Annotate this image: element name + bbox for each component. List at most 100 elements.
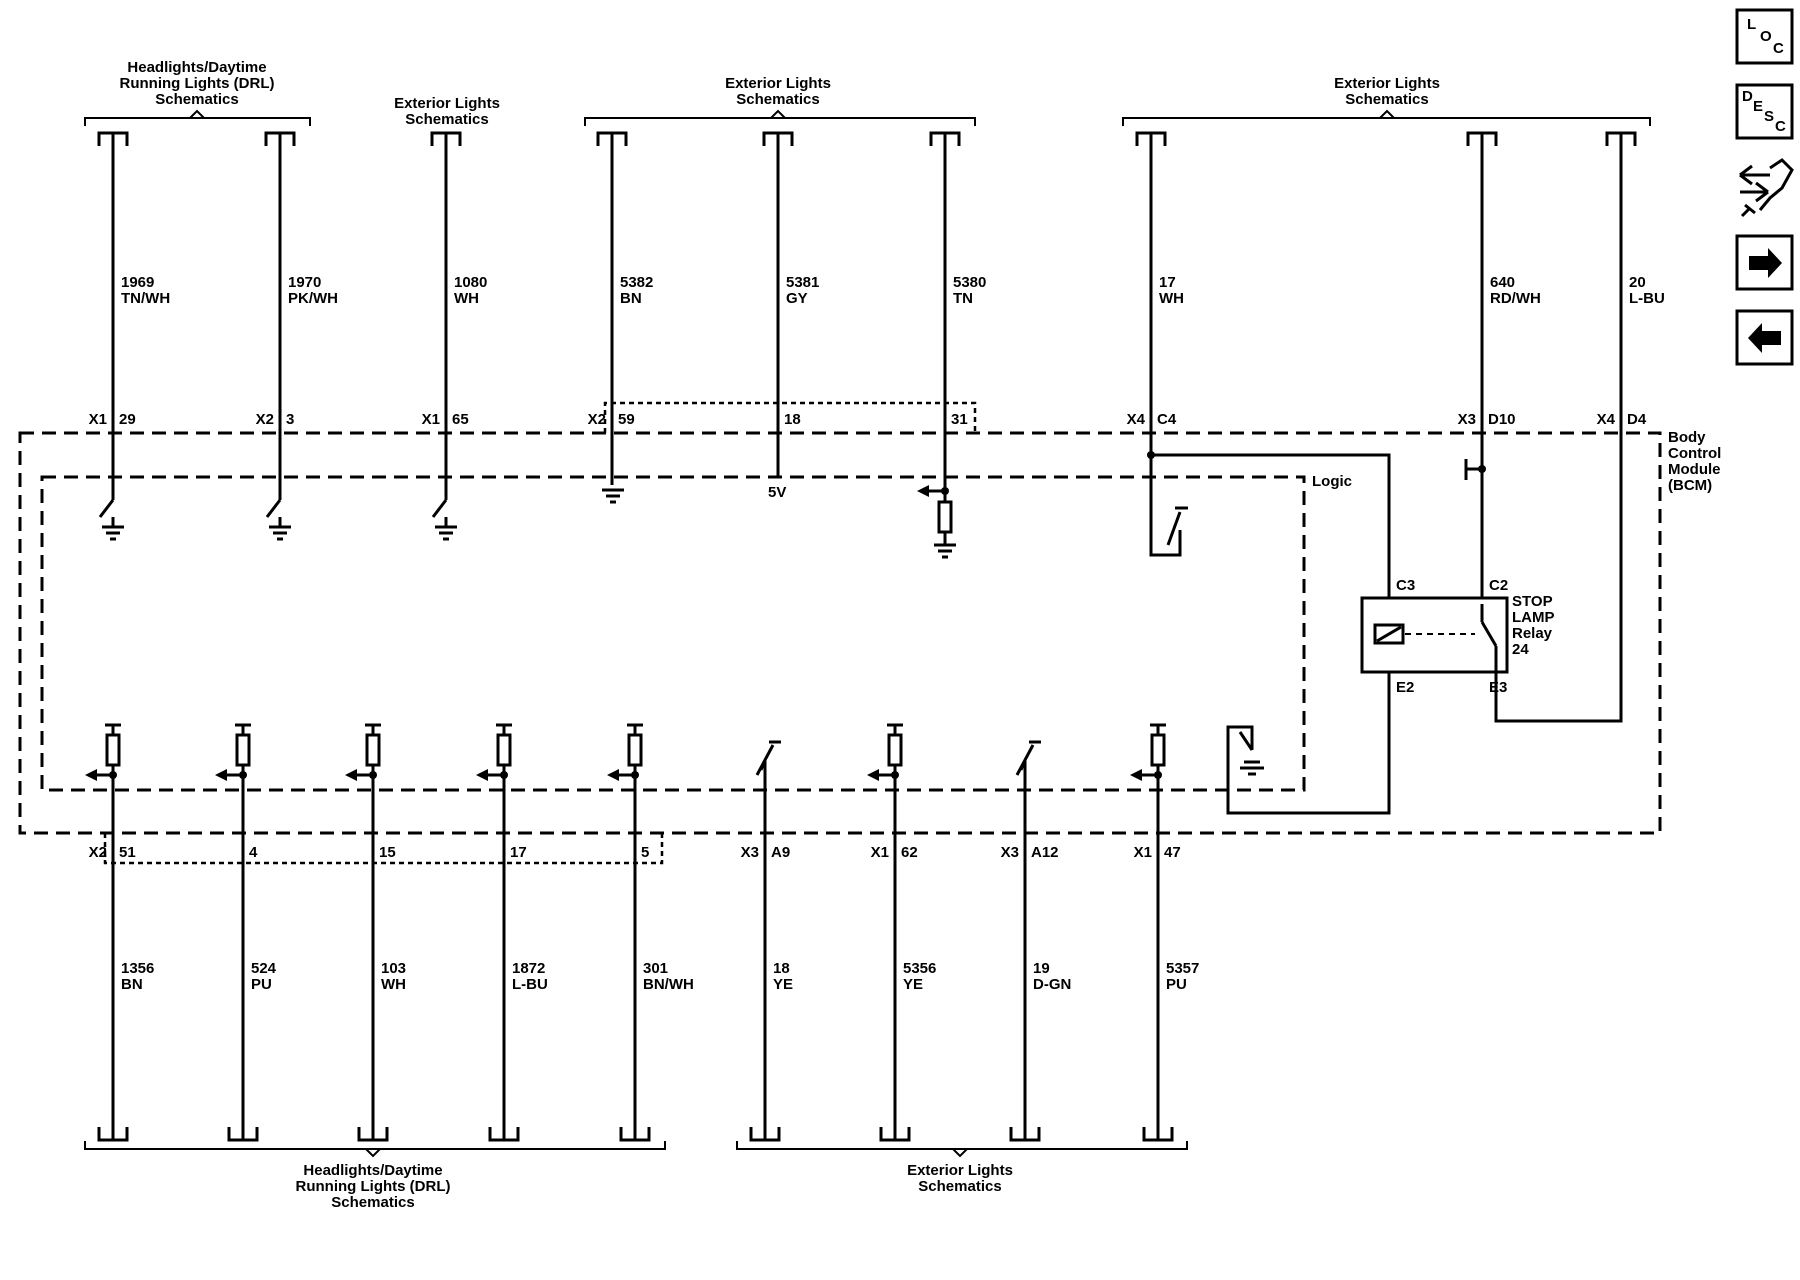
pin-number: C4 [1157,411,1177,428]
connector-id: X2 [89,844,107,861]
switch-ground-1969 [98,499,124,541]
wire-color: L-BU [1629,290,1665,307]
wire-color: TN [953,290,973,307]
bcm-boundary [18,431,1662,835]
next-button[interactable] [1735,234,1794,291]
connector-group-bottom [103,833,664,865]
wire-color: TN/WH [121,290,170,307]
connector-id: X2 [256,411,274,428]
wire-color: YE [773,976,793,993]
wire-color: PU [1166,976,1187,993]
input-5380 [917,485,956,559]
connector-group-top [603,401,977,433]
svg-text:C2: C2 [1489,577,1508,594]
circuit-number: 1872 [512,960,545,977]
circuit-number: 1969 [121,274,154,291]
wire-color: PK/WH [288,290,338,307]
desc-button[interactable]: DESC [1735,83,1794,140]
svg-text:E2: E2 [1396,679,1414,696]
wire-color: WH [454,290,479,307]
connector-id: X1 [422,411,440,428]
circuit-number: 5381 [786,274,819,291]
connector-id: X3 [1001,844,1019,861]
five-volt-label: 5V [768,484,786,501]
desc-icon: DESC [1742,88,1786,135]
wire-color: D-GN [1033,976,1071,993]
pin-number: 31 [951,411,968,428]
pin-number: A9 [771,844,790,861]
circuit-number: 640 [1490,274,1515,291]
wire-color: BN/WH [643,976,694,993]
connector-id: X2 [588,411,606,428]
pin-number: 51 [119,844,136,861]
ground-5382 [602,488,624,504]
switch-ground-1970 [265,499,291,541]
logic-label: Logic [1312,473,1352,490]
pin-number: D4 [1627,411,1647,428]
connector-tool-button[interactable] [1739,158,1794,218]
connector-tool-icon [1739,158,1794,218]
pin-number: 47 [1164,844,1181,861]
wire-color: YE [903,976,923,993]
loc-button[interactable]: LOC [1735,8,1794,65]
wire-color: GY [786,290,808,307]
pin-number: D10 [1488,411,1516,428]
circuit-number: 20 [1629,274,1646,291]
pin-number: 17 [510,844,527,861]
circuit-number: 5357 [1166,960,1199,977]
circuit-number: 17 [1159,274,1176,291]
circuit-number: 5382 [620,274,653,291]
circuit-number: 1080 [454,274,487,291]
circuit-number: 524 [251,960,277,977]
pin-number: 29 [119,411,136,428]
pin-number: 5 [641,844,649,861]
circuit-number: 5356 [903,960,936,977]
wire-color: BN [620,290,642,307]
wire-color: WH [1159,290,1184,307]
arrow-right-icon [1749,248,1782,278]
circuit-number: 1970 [288,274,321,291]
connector-id: X4 [1127,411,1146,428]
pin-number: 4 [249,844,258,861]
svg-text:C3: C3 [1396,577,1415,594]
loc-icon: LOC [1747,16,1784,57]
circuit-number: 18 [773,960,790,977]
connector-id: X1 [89,411,107,428]
prev-button[interactable] [1735,309,1794,366]
pin-number: 3 [286,411,294,428]
switch-ground-1080 [431,499,457,541]
